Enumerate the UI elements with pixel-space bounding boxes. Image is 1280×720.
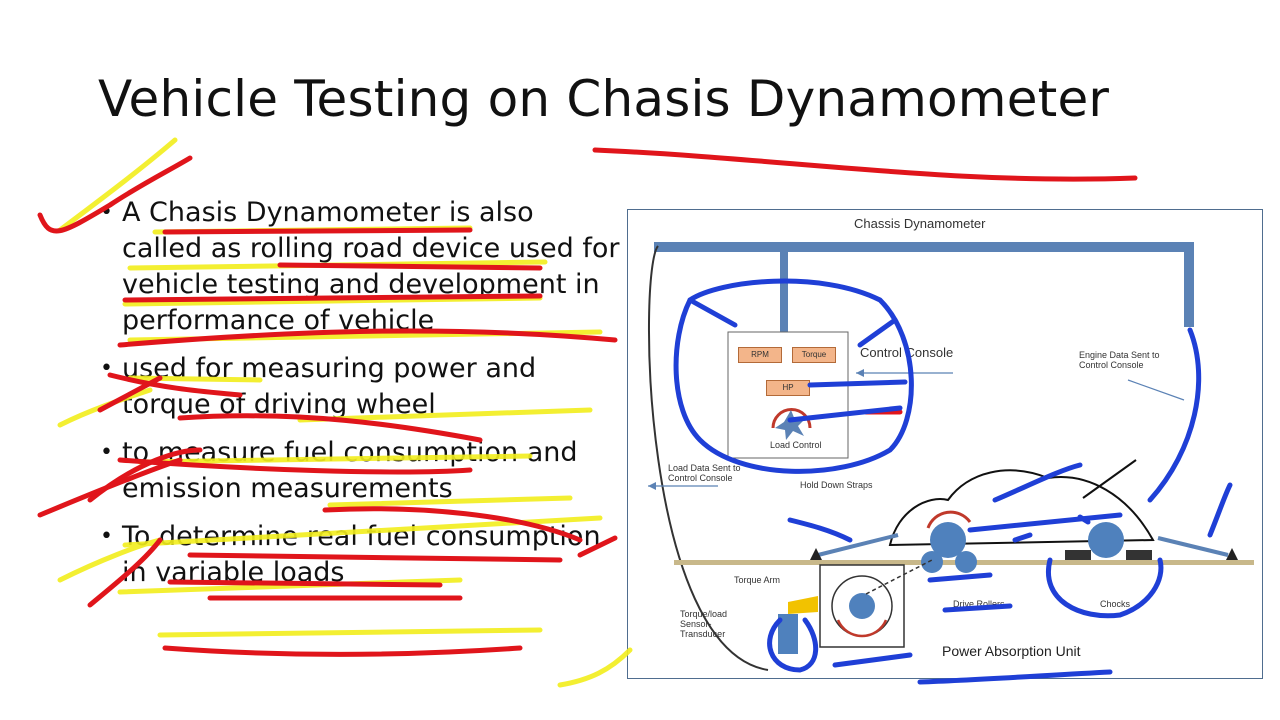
bullet-item: • To determine real fuel consumption in v… <box>100 519 620 591</box>
chocks-label: Chocks <box>1100 599 1131 609</box>
strap-anchor <box>810 548 822 560</box>
bullet-text: to measure fuel consumption and emission… <box>122 437 578 504</box>
belt-line <box>865 559 933 595</box>
frame-post-right <box>1184 242 1194 327</box>
arrow-head <box>856 369 864 377</box>
diagram-title: Chassis Dynamometer <box>854 216 986 231</box>
bullet-marker: • <box>100 524 113 549</box>
vehicle-antenna <box>1082 459 1137 499</box>
bullet-text: used for measuring power and torque of d… <box>122 353 537 420</box>
chock <box>1126 550 1152 560</box>
hp-indicator: HP <box>766 380 810 396</box>
control-console-label: Control Console <box>860 345 954 360</box>
bullet-text: To determine real fuel consumption in va… <box>122 521 601 588</box>
front-wheel <box>930 522 966 558</box>
frame-post-console <box>780 250 788 342</box>
torque-arm <box>788 596 818 614</box>
dynamometer-diagram: Chassis Dynamometer RPM Torque HP Load C… <box>627 209 1263 679</box>
drive-roller <box>921 551 943 573</box>
pau-rotation-arrow <box>836 619 888 638</box>
chock <box>1065 550 1091 560</box>
bullet-item: • used for measuring power and torque of … <box>100 351 620 423</box>
bullet-marker: • <box>100 200 113 225</box>
bullet-item: • A Chasis Dynamometer is also called as … <box>100 195 620 339</box>
torque-sensor <box>778 614 798 654</box>
torque-indicator: Torque <box>792 347 836 363</box>
engine-data-label: Engine Data Sent to Control Console <box>1079 350 1160 370</box>
power-absorption-label: Power Absorption Unit <box>942 643 1081 659</box>
engine-data-arrow <box>1127 379 1185 401</box>
strap-anchor <box>1226 548 1238 560</box>
drive-rollers-label: Drive Rollers <box>953 599 1005 609</box>
arrow-head <box>648 482 656 490</box>
drive-roller <box>955 551 977 573</box>
bullet-item: • to measure fuel consumption and emissio… <box>100 435 620 507</box>
load-control-label: Load Control <box>770 440 822 450</box>
hold-down-strap <box>817 533 899 557</box>
rpm-indicator: RPM <box>738 347 782 363</box>
wheel-rotation-arrow <box>926 510 972 529</box>
overhead-beam <box>654 242 1194 252</box>
sensor-label: Torque/load Sensor- Transducer <box>680 609 728 639</box>
hold-down-strap <box>1157 536 1229 557</box>
pau-rotor <box>849 593 875 619</box>
slide-title: Vehicle Testing on Chasis Dynamometer <box>98 70 1110 128</box>
hold-down-straps-label: Hold Down Straps <box>800 480 873 490</box>
bullet-text: A Chasis Dynamometer is also called as r… <box>122 197 620 336</box>
rear-wheel <box>1088 522 1124 558</box>
load-data-label: Load Data Sent to Control Console <box>668 463 741 483</box>
bullet-list: • A Chasis Dynamometer is also called as … <box>100 195 620 603</box>
bullet-marker: • <box>100 356 113 381</box>
data-cable <box>648 245 769 671</box>
bullet-marker: • <box>100 440 113 465</box>
torque-arm-label: Torque Arm <box>734 575 781 585</box>
